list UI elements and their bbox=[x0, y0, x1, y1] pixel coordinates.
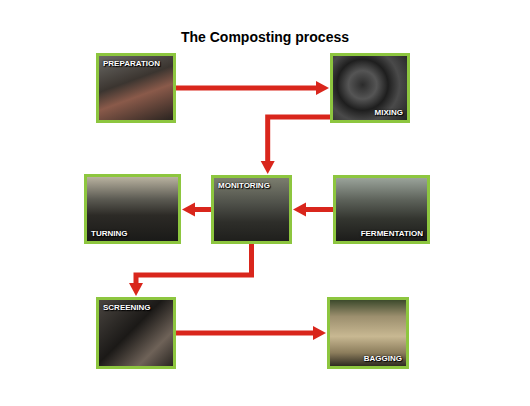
flow-arrow bbox=[176, 331, 313, 336]
process-box: PREPARATION bbox=[96, 53, 176, 123]
step-label: MIXING bbox=[375, 108, 403, 117]
flow-arrow bbox=[306, 207, 333, 212]
process-box: TURNING bbox=[84, 174, 181, 244]
flow-arrow bbox=[195, 207, 211, 212]
step-label: MONITORING bbox=[218, 181, 270, 190]
process-box: FERMENTATION bbox=[333, 175, 430, 244]
process-box: BAGGING bbox=[327, 297, 409, 369]
flow-arrow bbox=[268, 117, 330, 161]
process-box: MONITORING bbox=[211, 175, 292, 244]
process-box: MIXING bbox=[330, 53, 410, 123]
diagram-title: The Composting process bbox=[0, 0, 530, 45]
step-label: TURNING bbox=[91, 229, 127, 238]
flow-arrow bbox=[136, 244, 252, 283]
step-label: FERMENTATION bbox=[361, 229, 423, 238]
step-label: PREPARATION bbox=[103, 59, 160, 68]
step-label: BAGGING bbox=[364, 354, 402, 363]
process-box: SCREENING bbox=[96, 297, 176, 369]
flow-arrow bbox=[176, 86, 316, 91]
step-label: SCREENING bbox=[103, 303, 151, 312]
